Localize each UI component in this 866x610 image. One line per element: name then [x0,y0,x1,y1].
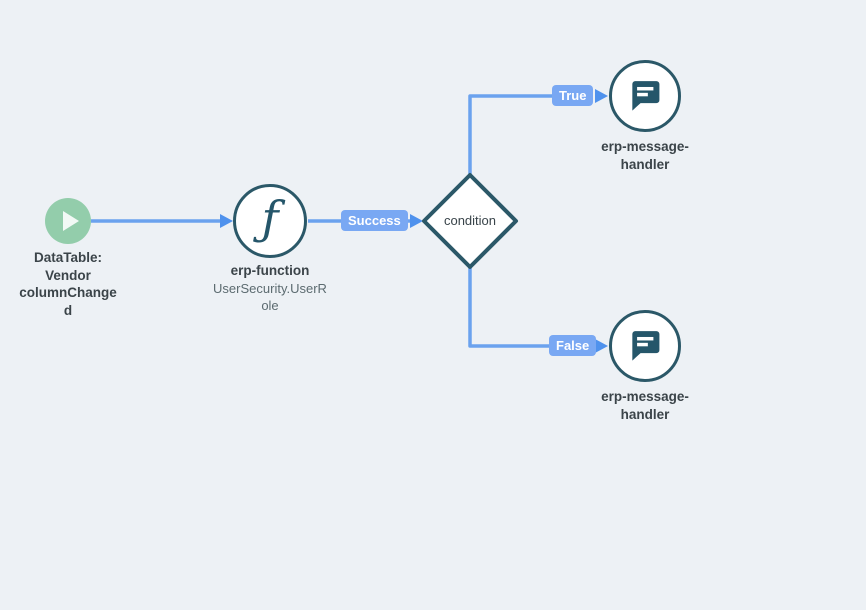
message-false-label: erp-message- handler [577,388,713,423]
start-node-label: DataTable: Vendor columnChange d [3,249,133,319]
play-icon [63,211,79,231]
true-badge: True [552,85,594,106]
start-label-line: Vendor [45,267,91,283]
message-label-line: erp-message- [601,389,689,404]
message-true-label: erp-message- handler [577,138,713,173]
message-icon [632,331,660,361]
function-sublabel-line: ole [261,298,279,313]
start-label-line: DataTable: [33,250,102,265]
arrowhead-icon [410,214,423,228]
success-badge: Success [341,210,408,231]
false-badge: False [549,335,597,356]
arrowhead-icon [595,339,608,353]
function-label-title: erp-function [230,263,310,278]
arrowhead-icon [595,89,608,103]
condition-node[interactable] [422,173,518,269]
start-label-line: d [63,302,73,318]
edge-condition-true [468,94,553,180]
message-node-true[interactable] [609,60,681,132]
condition-label: condition [443,213,497,228]
message-node-false[interactable] [609,310,681,382]
arrowhead-icon [220,214,233,228]
function-node-label: erp-function UserSecurity.UserR ole [205,262,335,315]
message-icon [632,81,660,111]
message-label-line: handler [620,156,670,172]
edge-condition-false [468,262,550,348]
function-sublabel-line: UserSecurity.UserR [213,280,327,296]
function-node[interactable]: ƒ [233,184,307,258]
start-label-line: columnChange [19,285,117,300]
function-icon: ƒ [261,191,279,245]
message-label-line: handler [620,406,670,422]
message-label-line: erp-message- [601,139,689,154]
start-node[interactable] [45,198,91,244]
